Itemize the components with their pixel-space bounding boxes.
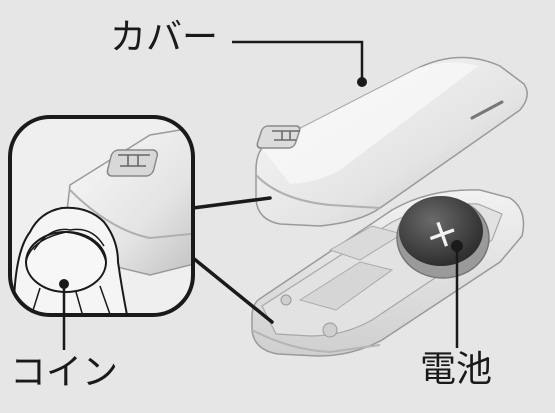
leader-cover xyxy=(232,40,367,87)
zoom-connector xyxy=(191,196,274,324)
honda-emblem-zoom-icon xyxy=(106,149,159,177)
cover-label: カバー xyxy=(110,17,219,58)
honda-emblem-icon xyxy=(256,125,301,149)
hand-with-coin xyxy=(13,206,130,315)
fob-cover xyxy=(255,56,528,227)
leader-battery xyxy=(451,240,463,348)
battery-label: 電池 xyxy=(420,349,493,390)
zoom-inset xyxy=(8,115,195,317)
coin-label: コイン xyxy=(10,352,119,393)
